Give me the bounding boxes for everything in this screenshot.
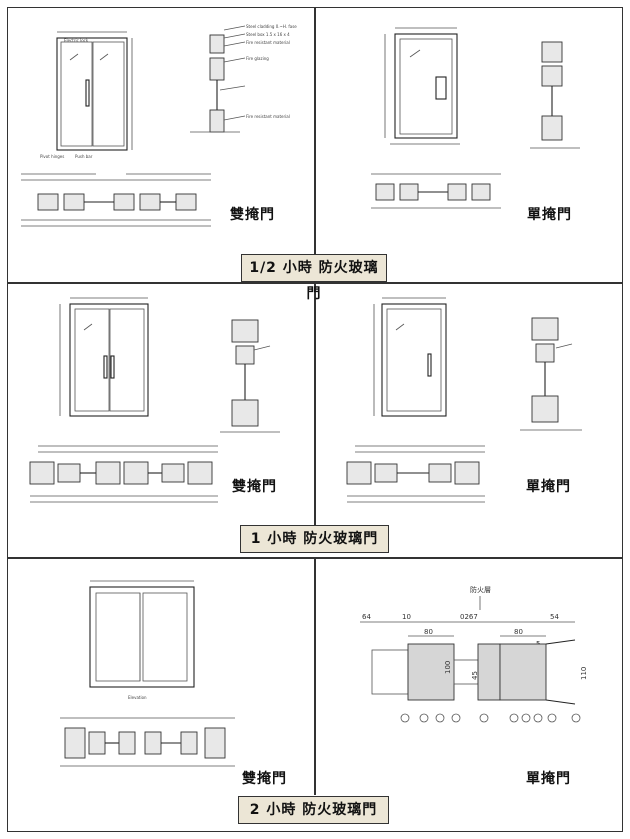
s2-single-horizontal-section: [346, 445, 485, 503]
s2-double-vertical-section: [220, 319, 280, 433]
svg-text:45: 45: [471, 671, 479, 680]
svg-text:Steel box 1.5 x 16 x 4: Steel box 1.5 x 16 x 4: [246, 32, 290, 37]
s1-double-elevation: Electric lock Pivot hinges Push bar: [40, 31, 133, 159]
svg-text:防火層: 防火層: [470, 585, 491, 594]
s1-single-label: 單掩門: [527, 207, 572, 223]
svg-text:Push bar: Push bar: [75, 154, 93, 159]
svg-text:64: 64: [362, 613, 371, 621]
s3-double-horizontal-section: [60, 717, 235, 767]
svg-text:Elevation: Elevation: [128, 695, 147, 700]
svg-text:80: 80: [424, 628, 433, 636]
svg-text:80: 80: [514, 628, 523, 636]
s3-single-label: 單掩門: [526, 771, 571, 787]
s1-caption: 1/2 小時 防火玻璃門: [241, 254, 387, 302]
s1-double-label: 雙掩門: [230, 207, 275, 223]
s2-single-vertical-section: [520, 317, 582, 431]
svg-text:Steel cladding 0.~H. fase: Steel cladding 0.~H. fase: [246, 24, 297, 29]
svg-text:54: 54: [550, 613, 559, 621]
s3-double-label: 雙掩門: [242, 771, 287, 787]
s2-single-elevation: [373, 297, 447, 417]
svg-text:100: 100: [444, 661, 452, 674]
s1-double-vertical-section: Steel cladding 0.~H. fase Steel box 1.5 …: [190, 24, 297, 133]
s2-caption: 1 小時 防火玻璃門: [240, 525, 389, 553]
svg-text:Fire resistant material: Fire resistant material: [246, 40, 290, 45]
vdivider-2: [314, 282, 316, 528]
s3-double-elevation: Elevation: [89, 580, 195, 700]
s1-single-vertical-section: [530, 41, 580, 149]
s2-double-label: 雙掩門: [232, 479, 277, 495]
vdivider-1: [314, 7, 316, 257]
s1-double-horizontal-section: [21, 173, 211, 227]
s1-single-elevation: [384, 27, 460, 145]
s1-single-horizontal-section: [371, 173, 501, 209]
svg-text:110: 110: [580, 667, 588, 680]
svg-text:Pivot hinges: Pivot hinges: [40, 154, 64, 159]
svg-text:Fire glazing: Fire glazing: [246, 56, 269, 61]
s3-caption: 2 小時 防火玻璃門: [238, 796, 389, 824]
s2-double-horizontal-section: [29, 445, 218, 503]
s2-single-label: 單掩門: [526, 479, 571, 495]
vdivider-3: [314, 557, 316, 795]
svg-text:Fire resistant material: Fire resistant material: [246, 114, 290, 119]
s3-single-section-detail: 防火層 64 10 0267 54 80 80 5 100 45 110: [360, 585, 588, 723]
svg-text:Electric lock: Electric lock: [64, 38, 89, 43]
svg-text:10: 10: [402, 613, 411, 621]
svg-text:0267: 0267: [460, 613, 478, 621]
s2-double-elevation: [59, 297, 149, 417]
